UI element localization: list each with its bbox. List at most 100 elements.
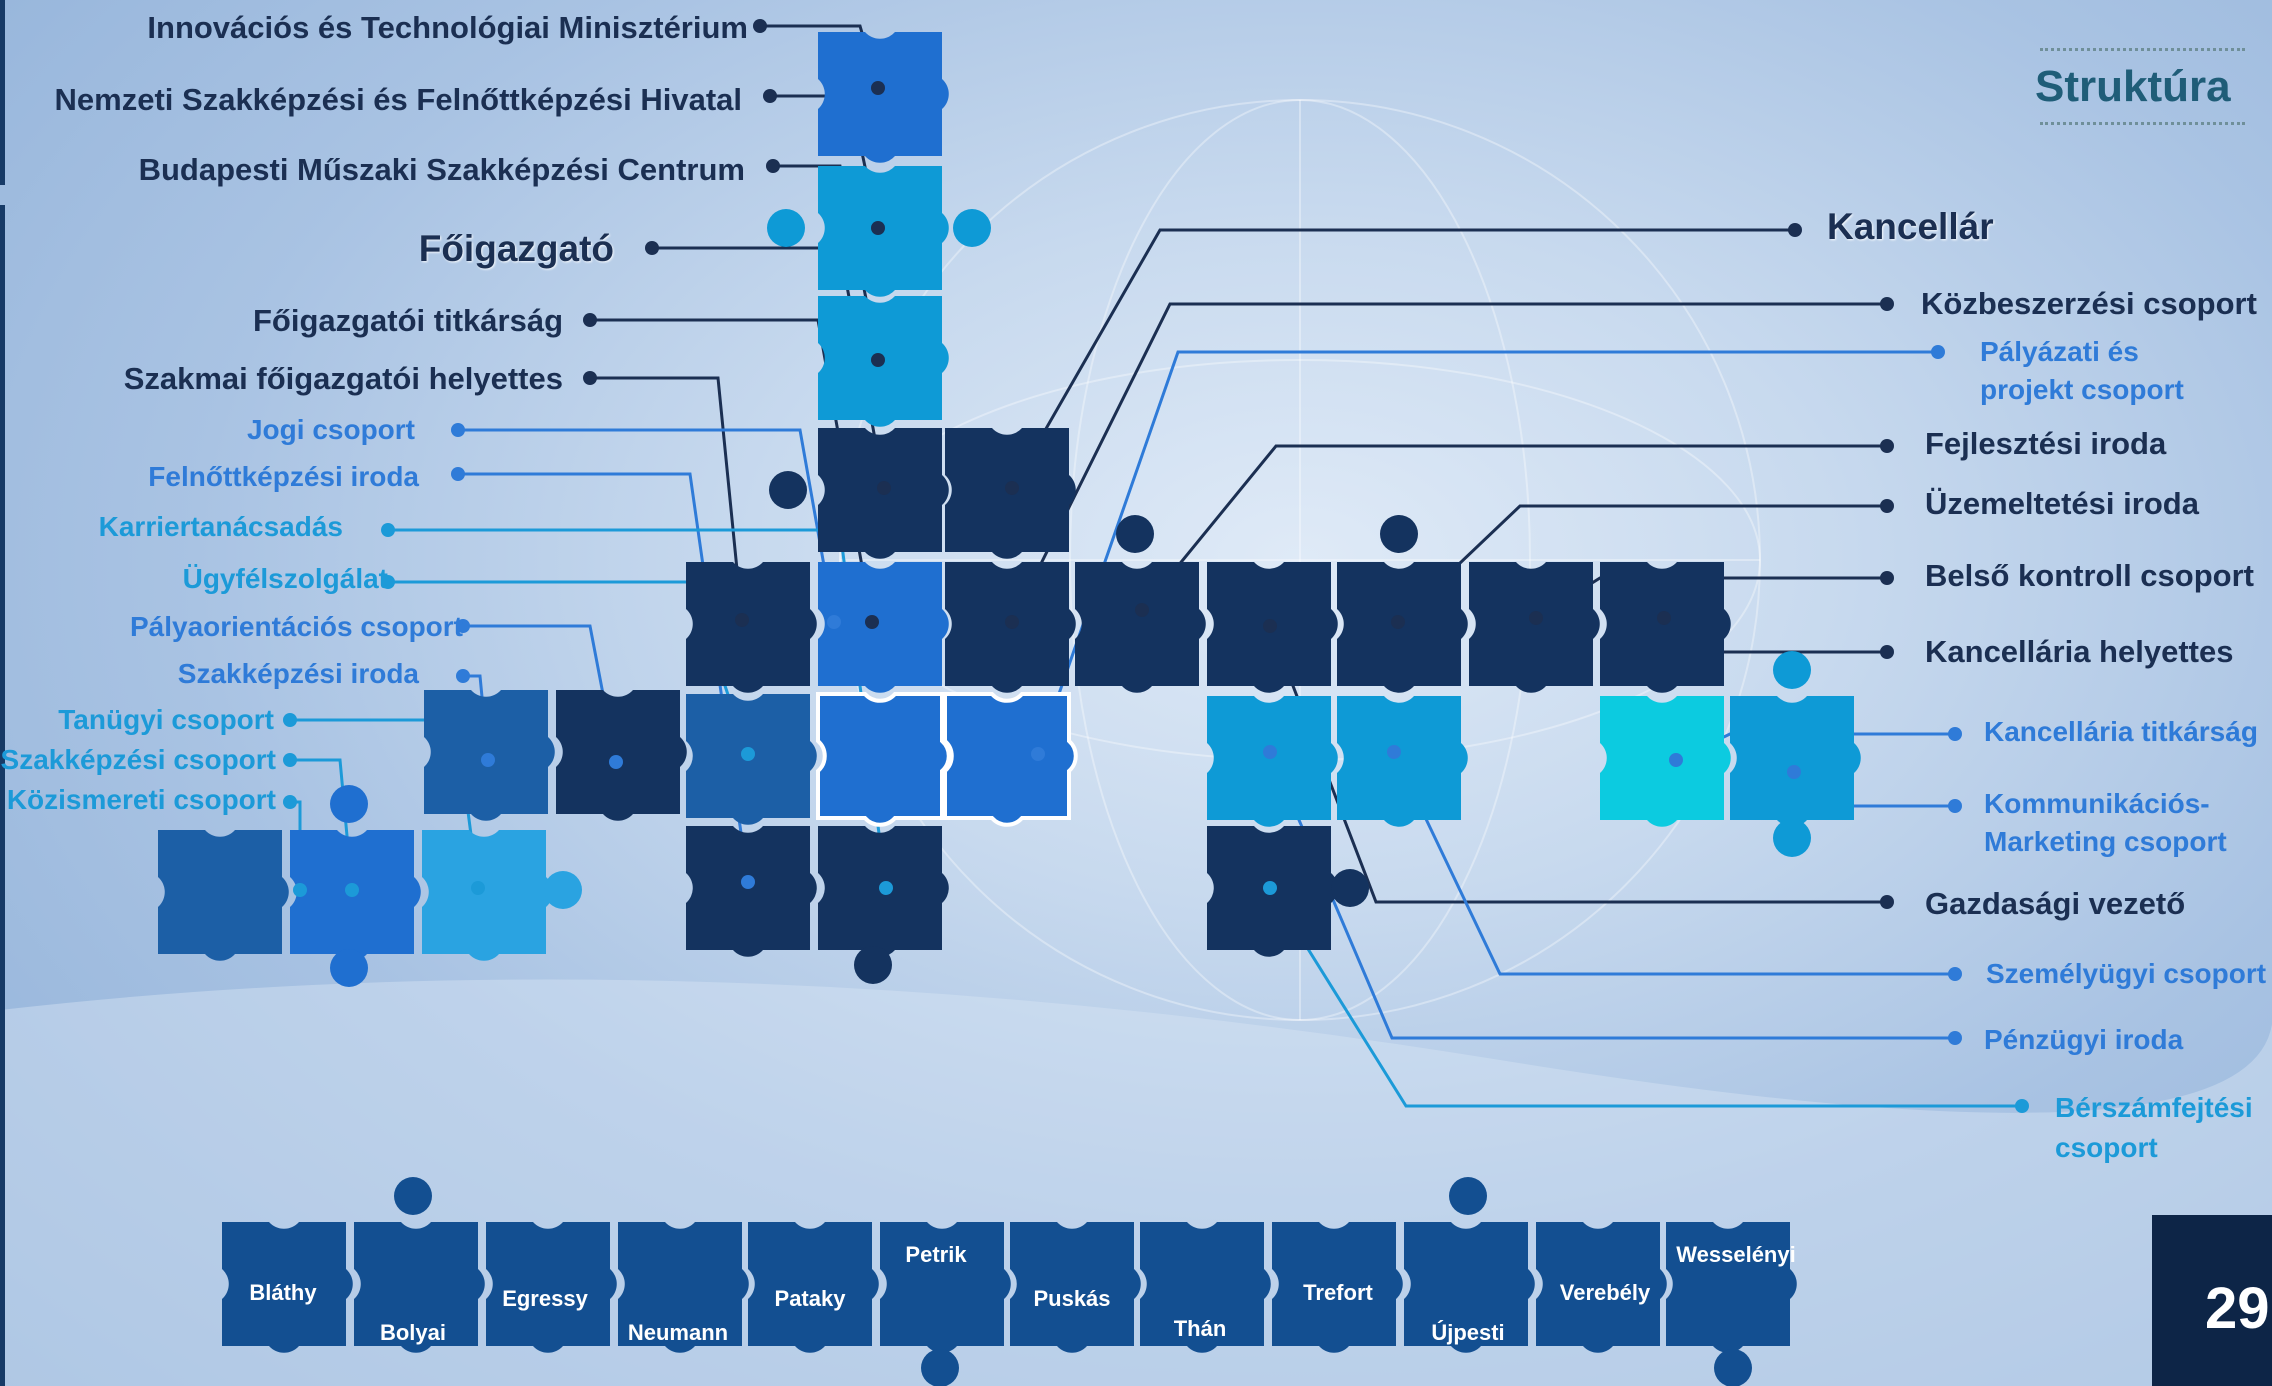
connector-dot [871,353,885,367]
puzzle-piece-kommunikacio [1730,696,1861,827]
school-label: Bolyai [380,1322,446,1344]
connector-dot [877,481,891,495]
connector-dot [345,883,359,897]
org-unit-label: Szakképzési iroda [178,660,419,688]
connector-dot [471,881,485,895]
org-unit-label: Ügyfélszolgálat [183,565,388,593]
org-unit-label: Fejlesztési iroda [1925,428,2166,459]
org-unit-label: csoport [2055,1134,2158,1162]
school-label: Újpesti [1431,1322,1504,1344]
org-unit-label: Szakképzési csoport [1,746,276,774]
connector-dot [583,371,597,385]
connector-dot [865,615,879,629]
connector-dot [1880,895,1894,909]
org-unit-label: Bérszámfejtési [2055,1094,2253,1122]
connector-dot [1880,297,1894,311]
org-unit-label: Gazdasági vezető [1925,888,2185,919]
connector-dot [1880,439,1894,453]
connector-dot [1135,603,1149,617]
puzzle-piece-karrier [818,694,949,825]
org-unit-label: Pályaorientációs csoport [130,613,463,641]
org-unit-label: Személyügyi csoport [1986,960,2266,988]
org-unit-label: Jogi csoport [247,416,415,444]
connector-dot [609,755,623,769]
org-unit-label: Üzemeltetési iroda [1925,488,2199,519]
puzzle-piece-ministry [818,32,949,163]
org-unit-label: Innovációs és Technológiai Minisztérium [147,12,748,43]
connector-dot [645,241,659,255]
puzzle-piece-fejlesztes [1075,562,1206,693]
puzzle-piece-belso [1469,562,1600,693]
puzzle-knob [544,871,582,909]
org-unit-label: Tanügyi csoport [58,706,274,734]
connector-dot [871,81,885,95]
org-unit-label: Kancellár [1827,208,1994,245]
connector-dot [753,19,767,33]
puzzle-knob [330,949,368,987]
connector-line [1038,352,1938,754]
connector-dot [871,221,885,235]
connector-dot [1787,765,1801,779]
connector-dot [1529,611,1543,625]
org-unit-label: Pályázati és [1980,338,2139,366]
school-label: Petrik [905,1244,966,1266]
puzzle-knob [769,471,807,509]
puzzle-knob [394,1177,432,1215]
puzzle-knob [330,785,368,823]
puzzle-knob [1773,651,1811,689]
puzzle-knob [1380,515,1418,553]
connector-dot [481,753,495,767]
puzzle-knob [854,946,892,984]
school-label: Neumann [628,1322,728,1344]
connector-dot [741,875,755,889]
school-label: Thán [1174,1318,1227,1340]
org-unit-label: Közbeszerzési csoport [1921,288,2257,319]
puzzle-piece-szakmai [686,562,817,693]
org-unit-label: Marketing csoport [1984,828,2227,856]
connector-dot [283,753,297,767]
puzzle-piece-helyettes [1600,562,1731,693]
connector-dot [1948,1031,1962,1045]
org-unit-label: Kancellária helyettes [1925,636,2233,667]
connector-dot [1263,745,1277,759]
org-unit-label: Budapesti Műszaki Szakképzési Centrum [139,154,745,185]
school-label: Trefort [1303,1282,1373,1304]
connector-dot [763,89,777,103]
org-unit-label: Kancellária titkárság [1984,718,2258,746]
connector-dot [2015,1099,2029,1113]
puzzle-knob [1331,869,1369,907]
connector-dot [381,523,395,537]
school-label: Pataky [775,1288,846,1310]
org-unit-label: projekt csoport [1980,376,2184,404]
org-unit-label: Főigazgató [419,230,614,267]
page-title: Struktúra [2035,62,2231,112]
connector-line [1270,888,2022,1106]
puzzle-piece-szakcsop [422,830,553,961]
org-unit-label: Karriertanácsadás [99,513,343,541]
puzzle-knob [953,209,991,247]
school-label: Bláthy [249,1282,316,1304]
connector-dot [1391,615,1405,629]
connector-line [1012,230,1795,488]
title-divider-top [2040,48,2245,51]
puzzle-knob [921,1349,959,1386]
org-unit-label: Közismereti csoport [7,786,276,814]
school-label: Verebély [1560,1282,1651,1304]
org-unit-label: Kommunikációs- [1984,790,2210,818]
puzzle-piece-kozismereti [158,830,289,961]
org-unit-label: Felnőttképzési iroda [148,463,419,491]
connector-dot [1031,747,1045,761]
title-divider-bottom [2040,122,2245,125]
puzzle-piece-szemelyugy [1337,696,1468,827]
school-label: Wesselényi [1676,1244,1795,1266]
page-number: 29 [2205,1275,2270,1342]
puzzle-piece-palyazat [945,694,1076,825]
connector-dot [451,467,465,481]
connector-dot [1005,615,1019,629]
connector-dot [1880,645,1894,659]
school-label: Puskás [1033,1288,1110,1310]
connector-dot [1005,481,1019,495]
connector-dot [1880,499,1894,513]
puzzle-piece-berszam [1207,696,1338,827]
connector-dot [1880,571,1894,585]
